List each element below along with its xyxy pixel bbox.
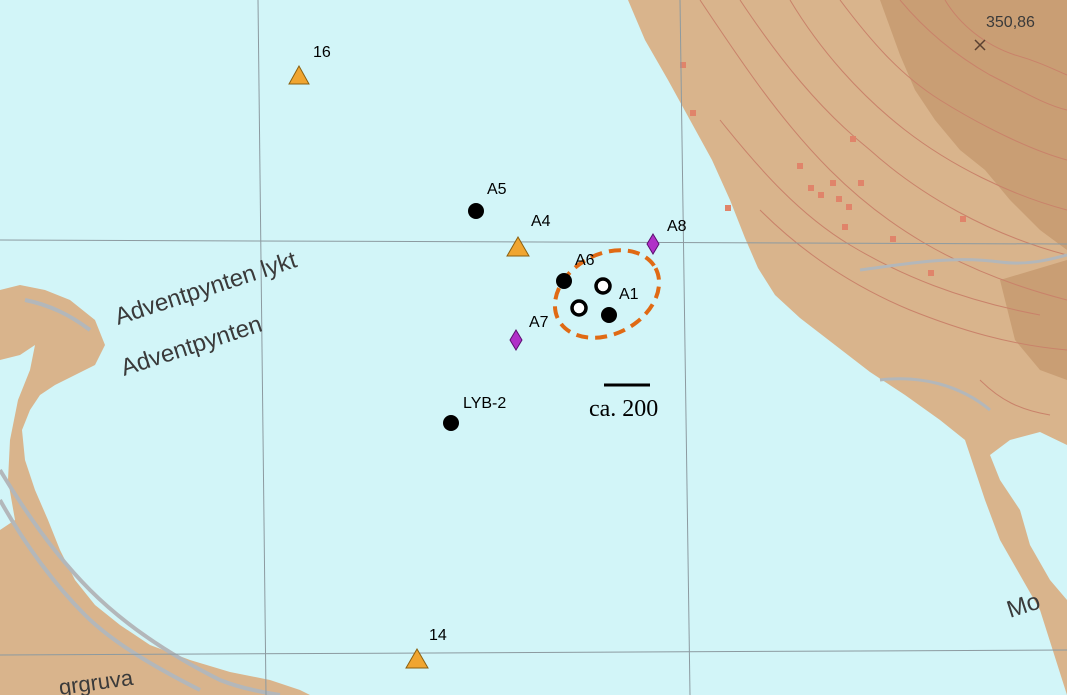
diamond-marker-icon[interactable]: [509, 329, 523, 351]
west-landmass: [0, 285, 310, 695]
triangle-marker-icon[interactable]: [506, 236, 530, 257]
east-landmass: [628, 0, 1067, 695]
scale-bar-label: ca. 200: [589, 396, 658, 422]
station-label-a5: A5: [487, 181, 507, 198]
station-label-a6: A6: [575, 252, 595, 269]
triangle-marker-icon[interactable]: [405, 648, 429, 669]
dot-marker-icon[interactable]: [556, 273, 572, 289]
station-label-16: 16: [313, 44, 331, 61]
station-label-lyb2: LYB-2: [463, 395, 506, 412]
study-area-ellipse: [552, 248, 662, 340]
station-label-a8: A8: [667, 218, 687, 235]
ring-marker-icon[interactable]: [594, 277, 612, 295]
triangle-marker-icon[interactable]: [288, 64, 310, 85]
cross-marker-icon: [974, 39, 986, 51]
buildings: [680, 62, 966, 276]
east-roads: [859, 253, 1067, 412]
west-roads: [0, 298, 281, 695]
contour-lines: [699, 0, 1067, 416]
dot-marker-icon[interactable]: [601, 307, 617, 323]
station-label-a1: A1: [619, 286, 639, 303]
diamond-marker-icon[interactable]: [646, 233, 660, 255]
hill-shading: [880, 0, 1067, 250]
dot-marker-icon[interactable]: [443, 415, 459, 431]
dot-marker-icon[interactable]: [468, 203, 484, 219]
station-label-a7: A7: [529, 314, 549, 331]
station-label-14: 14: [429, 627, 447, 644]
station-label-a4: A4: [531, 213, 551, 230]
hill-shading-2: [1000, 260, 1067, 380]
west-shore-inner: [0, 345, 35, 530]
ring-marker-icon[interactable]: [570, 299, 588, 317]
elevation-label: 350,86: [986, 14, 1035, 31]
